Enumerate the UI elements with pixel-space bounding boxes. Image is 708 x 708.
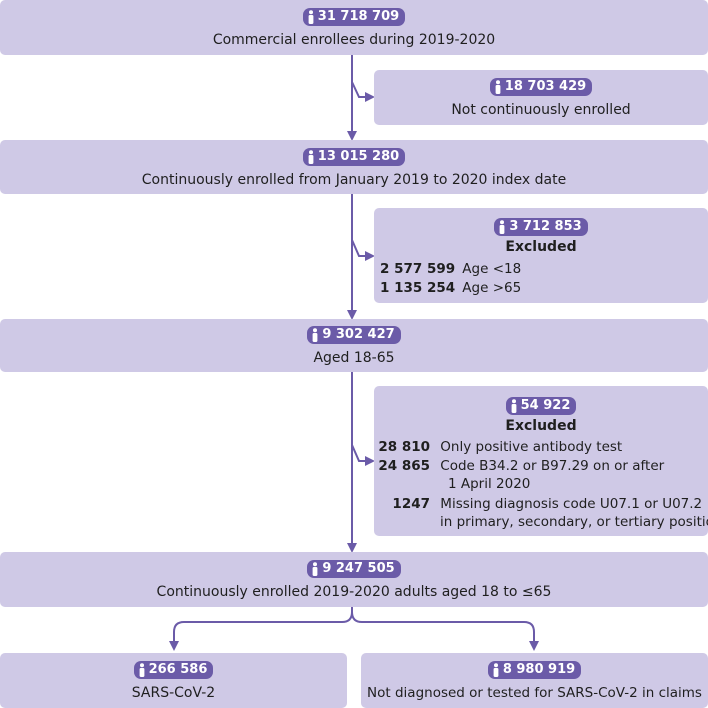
box-label: Not continuously enrolled xyxy=(451,102,631,118)
count-value: 266 586 xyxy=(148,662,208,677)
excluded-row: 24 865 Code B34.2 or B97.29 on or after xyxy=(378,457,664,475)
row-count: 24 865 xyxy=(378,458,430,474)
excluded-row: 1247 Missing diagnosis code U07.1 or U07… xyxy=(378,495,702,513)
count-badge: 18 703 429 xyxy=(489,78,593,96)
row-label: Missing diagnosis code U07.1 or U07.2 xyxy=(440,496,703,512)
not-diagnosed-box: 8 980 919 Not diagnosed or tested for SA… xyxy=(361,653,708,708)
row-count: 1247 xyxy=(392,496,430,512)
row-count: 28 810 xyxy=(378,439,430,455)
excluded-row: 2 577 599 Age <18 xyxy=(380,260,521,278)
person-icon xyxy=(499,220,505,234)
row-count: 1 135 254 xyxy=(380,280,456,296)
row-label-continued: 1 April 2020 xyxy=(448,476,531,492)
count-badge: 9 302 427 xyxy=(307,326,401,344)
continuously-enrolled-box: 13 015 280 Continuously enrolled from Ja… xyxy=(0,140,708,194)
final-cohort-box: 9 247 505 Continuously enrolled 2019-202… xyxy=(0,552,708,607)
excluded-title: Excluded xyxy=(505,418,577,434)
box-label: Continuously enrolled 2019-2020 adults a… xyxy=(156,584,552,600)
row-count: 2 577 599 xyxy=(380,261,456,277)
row-label: Age <18 xyxy=(462,261,522,277)
excluded-row: 1 135 254 Age >65 xyxy=(380,279,521,297)
box-label: Not diagnosed or tested for SARS-CoV-2 i… xyxy=(367,685,702,701)
arrow-to-not-continuous xyxy=(351,81,375,102)
person-icon xyxy=(495,80,501,94)
row-label: Age >65 xyxy=(462,280,522,296)
person-icon xyxy=(312,328,318,342)
count-badge: 266 586 xyxy=(133,661,214,679)
person-icon xyxy=(511,399,517,413)
person-icon xyxy=(312,562,318,576)
count-value: 9 302 427 xyxy=(322,327,395,342)
arrow-to-excluded-age xyxy=(351,239,375,261)
row-label: Only positive antibody test xyxy=(440,439,623,455)
count-value: 8 980 919 xyxy=(502,662,576,677)
count-value: 13 015 280 xyxy=(317,149,400,164)
person-icon xyxy=(139,663,144,677)
arrow-to-not-diagnosed xyxy=(351,611,539,651)
count-badge: 13 015 280 xyxy=(302,148,406,166)
count-value: 31 718 709 xyxy=(317,9,400,24)
count-value: 54 922 xyxy=(520,398,571,413)
row-label: Code B34.2 or B97.29 on or after xyxy=(440,458,665,474)
arrow-to-excluded-codes xyxy=(351,444,375,466)
count-badge: 8 980 919 xyxy=(487,661,582,679)
not-continuously-enrolled-box: 18 703 429 Not continuously enrolled xyxy=(374,70,708,125)
aged-18-65-box: 9 302 427 Aged 18-65 xyxy=(0,319,708,372)
count-value: 3 712 853 xyxy=(509,219,582,234)
box-label: SARS-CoV-2 xyxy=(131,685,216,701)
excluded-codes-box: 54 922 Excluded 28 810 Only positive ant… xyxy=(374,386,708,536)
person-icon xyxy=(308,10,314,24)
person-icon xyxy=(308,150,314,164)
count-value: 18 703 429 xyxy=(504,79,587,94)
box-label: Continuously enrolled from January 2019 … xyxy=(141,172,567,188)
person-icon xyxy=(493,663,499,677)
box-label: Aged 18-65 xyxy=(313,350,395,366)
count-badge: 54 922 xyxy=(505,397,577,415)
count-value: 9 247 505 xyxy=(322,561,395,576)
excluded-title: Excluded xyxy=(505,239,577,255)
count-badge: 9 247 505 xyxy=(307,560,401,578)
sars-cov-2-box: 266 586 SARS-CoV-2 xyxy=(0,653,347,708)
excluded-row: 28 810 Only positive antibody test xyxy=(378,438,622,456)
count-badge: 31 718 709 xyxy=(302,8,406,26)
commercial-enrollees-box: 31 718 709 Commercial enrollees during 2… xyxy=(0,0,708,55)
excluded-row-continuation: in primary, secondary, or tertiary posit… xyxy=(440,513,708,531)
box-label: Commercial enrollees during 2019-2020 xyxy=(212,32,496,48)
excluded-age-box: 3 712 853 Excluded 2 577 599 Age <18 1 1… xyxy=(374,208,708,303)
excluded-row-continuation: 1 April 2020 xyxy=(440,475,530,493)
arrow-to-sars xyxy=(169,611,353,651)
count-badge: 3 712 853 xyxy=(494,218,588,236)
row-label-continued: in primary, secondary, or tertiary posit… xyxy=(440,514,708,530)
